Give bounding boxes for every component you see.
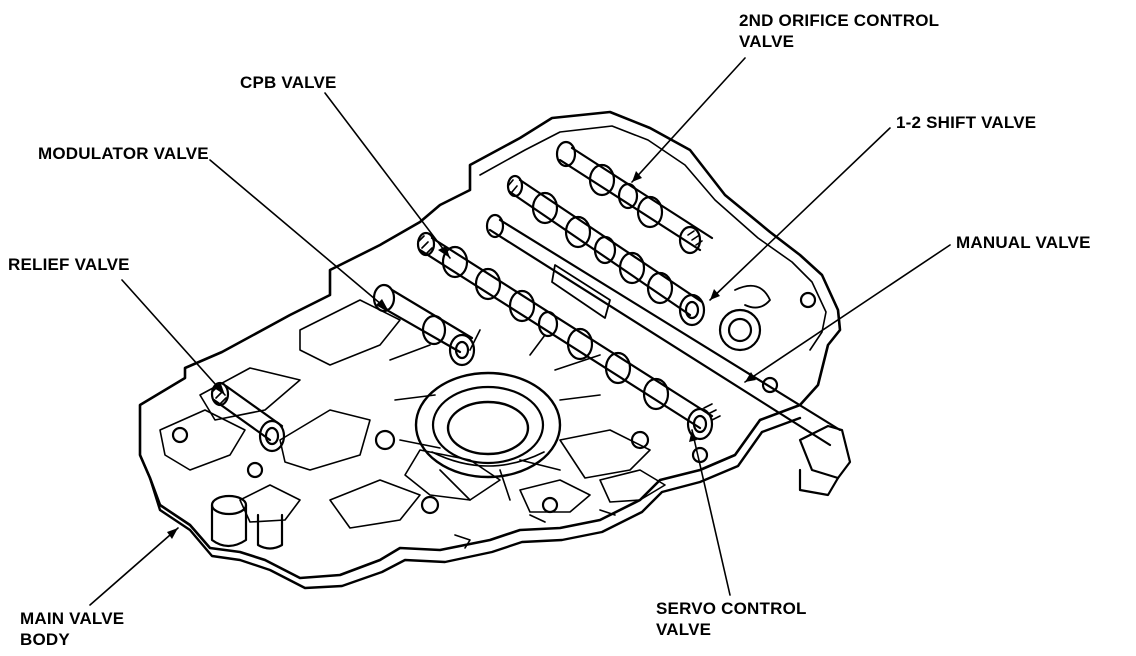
label-orifice-line2: VALVE (739, 32, 795, 51)
leader-lines (89, 57, 951, 606)
label-modulator-valve: MODULATOR VALVE (38, 144, 209, 163)
label-main-line2: BODY (20, 630, 70, 649)
leader-servo (691, 429, 731, 596)
leader-orifice (631, 57, 746, 183)
leader-shift (709, 127, 891, 301)
shift-valve-spool (506, 174, 706, 327)
label-servo-line2: VALVE (656, 620, 712, 639)
orifice-control-valve-spool (555, 140, 714, 255)
label-manual-valve: MANUAL VALVE (956, 233, 1091, 252)
leader-main-body (89, 527, 179, 606)
label-main-valve-body: MAIN VALVE BODY (20, 608, 124, 650)
modulator-valve-spool (372, 283, 476, 367)
relief-valve-spool (210, 381, 286, 453)
central-bore (414, 371, 562, 479)
manual-valve-rod (485, 213, 852, 497)
label-cpb-valve: CPB VALVE (240, 73, 337, 92)
label-1-2-shift-valve: 1-2 SHIFT VALVE (896, 113, 1037, 132)
label-orifice-control-valve: 2ND ORIFICE CONTROL VALVE (739, 10, 939, 52)
label-main-line1: MAIN VALVE (20, 609, 125, 628)
leader-modulator (209, 159, 389, 311)
label-orifice-line1: 2ND ORIFICE CONTROL (739, 11, 940, 30)
leader-relief (121, 279, 226, 396)
valve-body-casting (138, 110, 842, 590)
cpb-valve-spool (416, 231, 721, 441)
label-servo-control-valve: SERVO CONTROL VALVE (656, 598, 807, 640)
label-servo-line1: SERVO CONTROL (656, 599, 807, 618)
leader-cpb (324, 92, 451, 259)
leader-manual (744, 244, 951, 383)
label-relief-valve: RELIEF VALVE (8, 255, 130, 274)
leader-arrowheads (167, 171, 756, 539)
